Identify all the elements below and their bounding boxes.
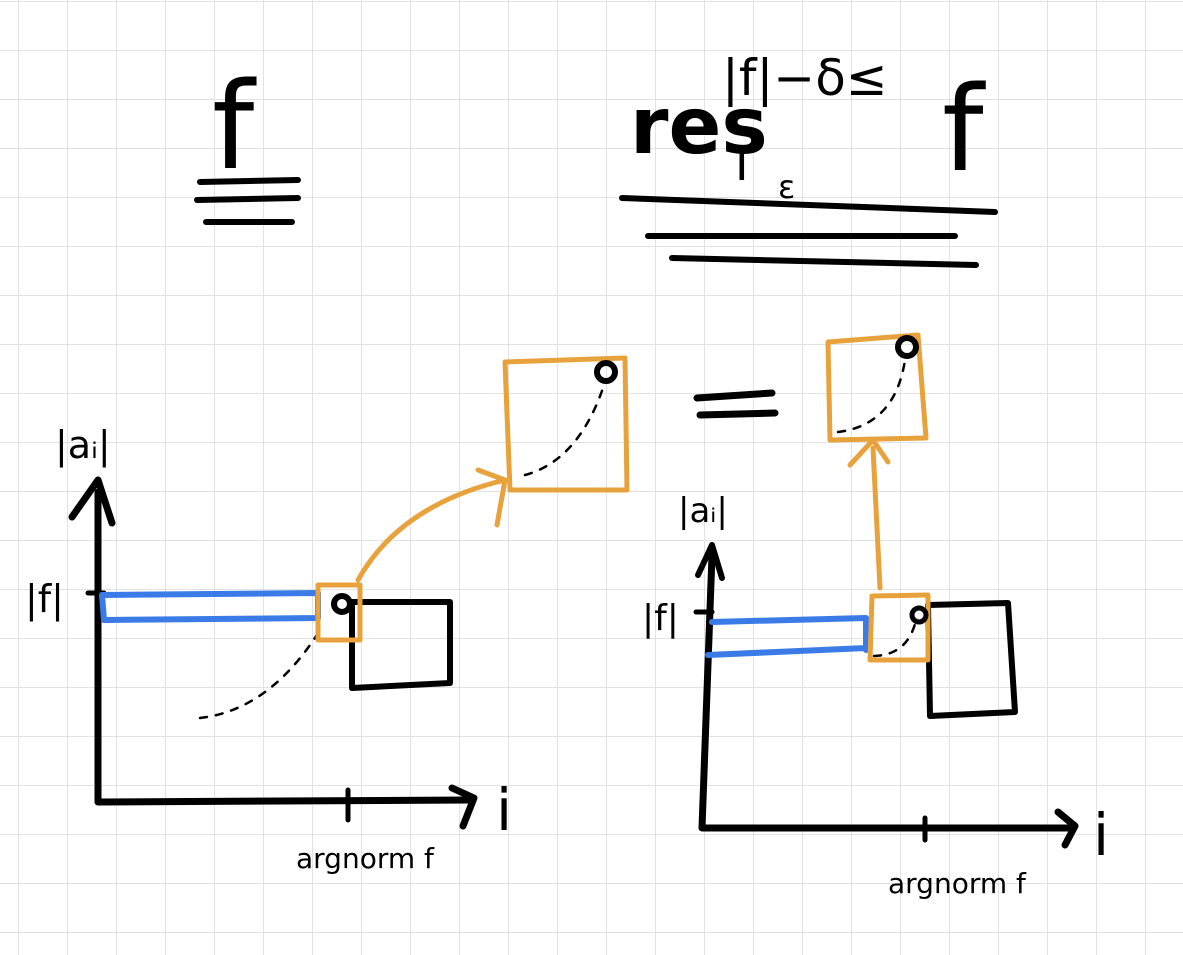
left-dotted-curve: [198, 628, 322, 720]
left-black-box: [349, 599, 453, 691]
right-heading: res I ε |f|−δ≤ f: [619, 49, 998, 268]
right-title-superscript: |f|−δ≤: [722, 49, 888, 107]
left-zoom-arrowhead: [475, 467, 508, 528]
right-axes: [698, 551, 1076, 832]
right-y-label: |aᵢ|: [678, 491, 728, 531]
left-zoom-arrow: [355, 477, 508, 583]
left-enlarged-dotted-curve: [523, 380, 607, 477]
right-zoom-arrowhead: [847, 437, 891, 468]
left-x-label: i: [496, 776, 512, 844]
right-black-box: [925, 600, 1018, 719]
right-x-label: i: [1093, 801, 1109, 869]
equals-sign-label: =: [0, 0, 1, 1]
left-y-arrowhead: [68, 476, 116, 527]
left-y-label: |aᵢ|: [55, 423, 111, 468]
right-title-underline: [619, 195, 998, 268]
right-level-label: |f|: [642, 598, 679, 639]
left-plot: |aᵢ| |f| i argnorm f: [25, 355, 630, 875]
right-title-subscript: I: [735, 137, 749, 191]
left-x-arrowhead: [448, 784, 478, 830]
left-enlarged-max-point: [594, 360, 618, 384]
right-title-argument: f: [942, 60, 986, 198]
right-enlarged-dotted-curve: [836, 358, 907, 434]
left-enlarged-box: [502, 355, 630, 493]
right-zoom-arrow: [870, 445, 883, 591]
left-tick-label: argnorm f: [296, 842, 435, 875]
left-title: f: [212, 58, 257, 197]
left-orange-zoom-box: [315, 582, 363, 643]
right-blue-band: [705, 615, 869, 658]
right-orange-zoom-box: [867, 592, 931, 663]
right-title-sub-subscript: ε: [778, 168, 795, 206]
right-y-arrowhead: [695, 542, 725, 581]
equals-sign-strokes: [693, 389, 779, 419]
right-title-operator: res: [630, 82, 768, 172]
right-plot: |aᵢ| |f| i argnorm f: [642, 332, 1109, 900]
left-title-underline: [194, 177, 301, 225]
right-dotted-curve: [872, 618, 918, 658]
right-enlarged-box: [825, 332, 929, 443]
right-tick-label: argnorm f: [888, 867, 1027, 900]
right-max-point: [909, 605, 929, 625]
left-axes: [94, 488, 474, 806]
left-blue-band: [99, 590, 321, 623]
left-max-point: [331, 593, 353, 615]
left-heading: f: [194, 58, 301, 225]
left-level-label: |f|: [25, 577, 64, 622]
right-x-arrowhead: [1054, 808, 1079, 849]
right-enlarged-max-point: [895, 335, 919, 359]
